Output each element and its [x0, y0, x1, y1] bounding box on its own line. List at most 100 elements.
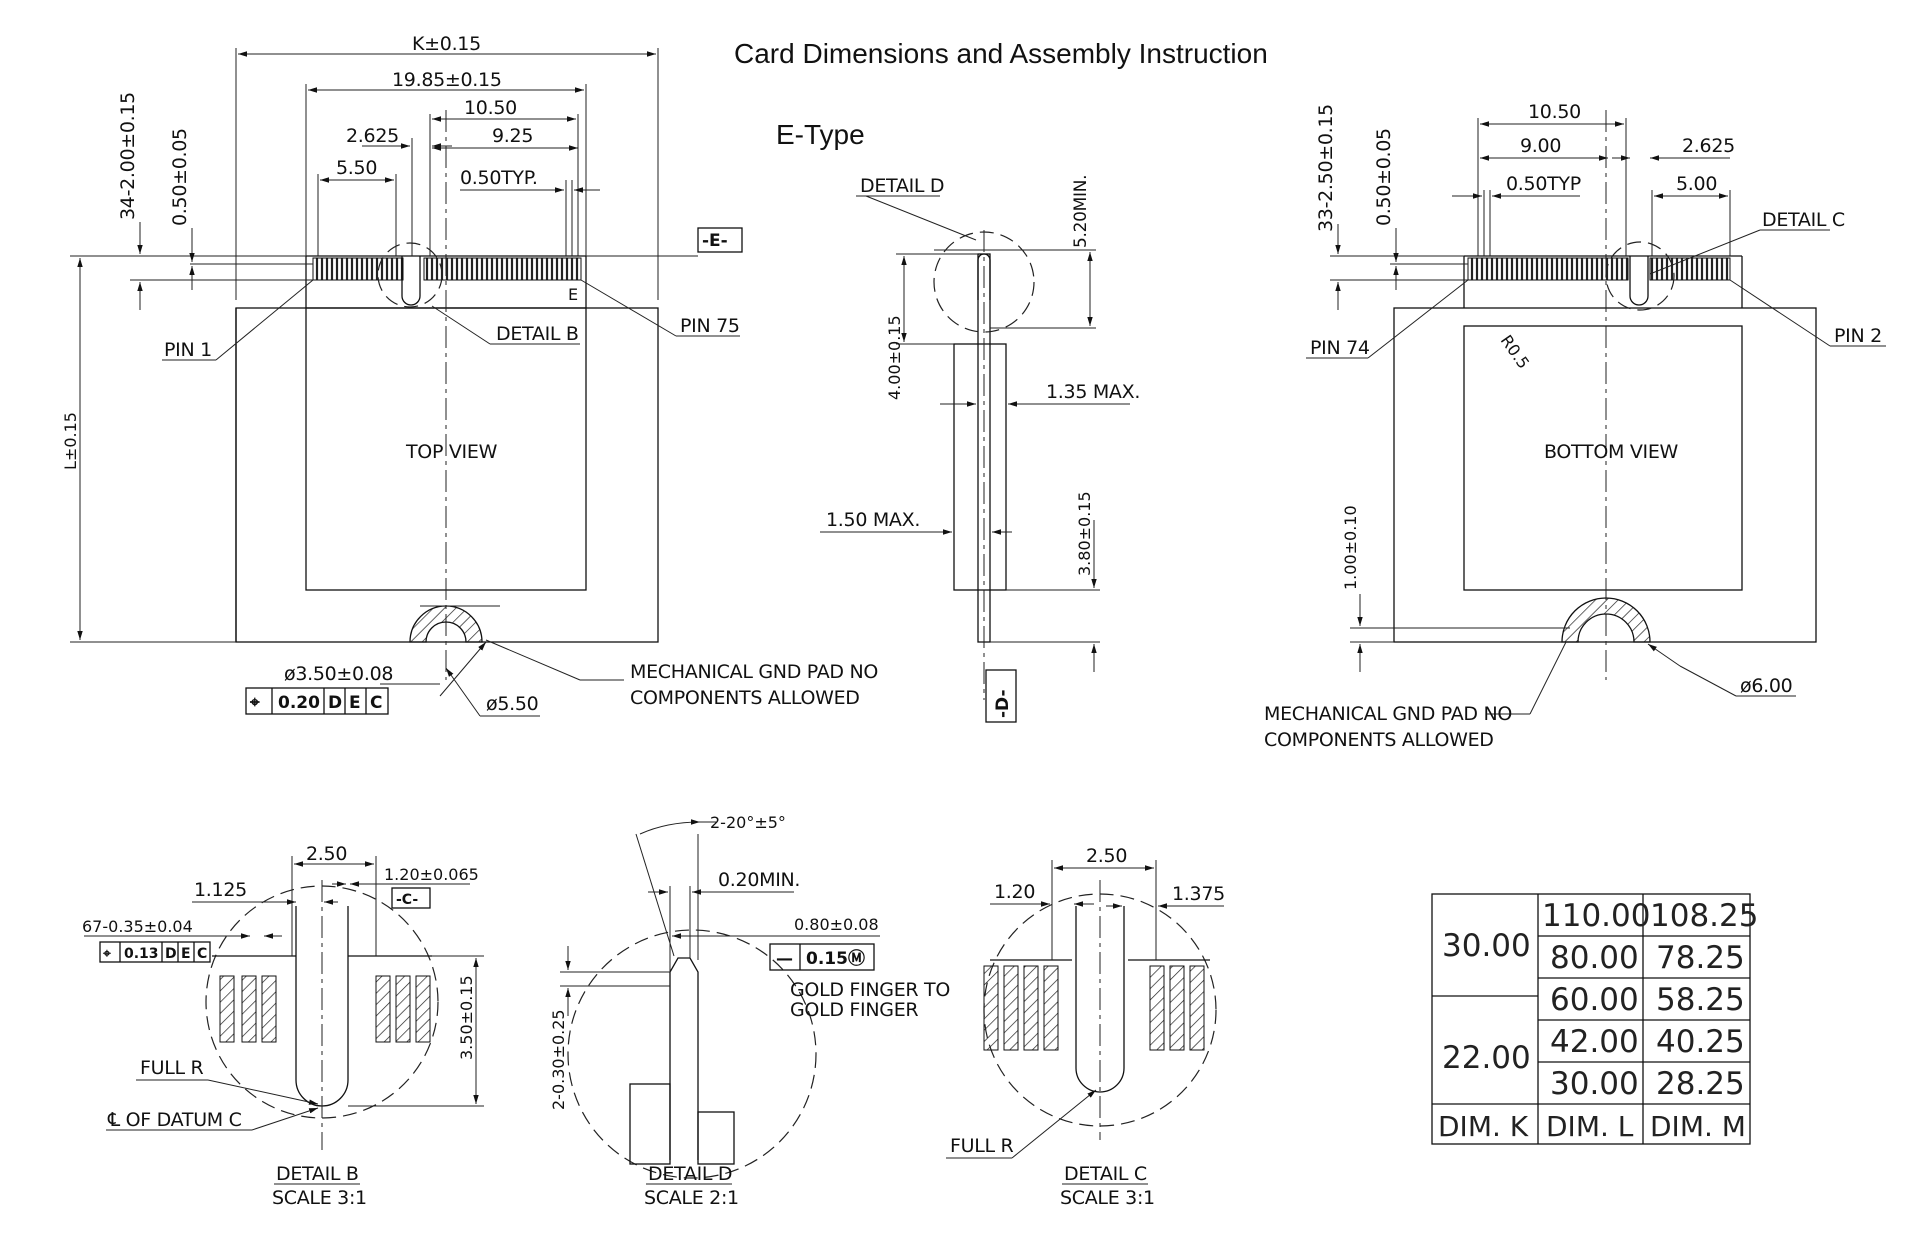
dim-5-50: 5.50 — [336, 157, 377, 179]
bottom-board-outline — [1393, 307, 1817, 643]
det-c-dim-1-375: 1.375 — [1172, 883, 1225, 905]
det-d-gold-1: GOLD FINGER TO — [790, 979, 950, 1001]
table-l-row5: 30.00 — [1550, 1066, 1639, 1102]
top-fingers-left — [312, 257, 404, 281]
datum-e: -E- — [702, 231, 728, 251]
det-b-fcf-d2: E — [181, 946, 191, 962]
dim-1-35-max: 1.35 MAX. — [1046, 381, 1140, 403]
detail-b-callout: DETAIL B — [496, 323, 579, 345]
dim-0-50-bottom-v: 0.50±0.05 — [1373, 128, 1395, 226]
top-view: TOP VIEW K±0.15 19.85±0.15 10.50 2.625 9… — [61, 33, 878, 717]
det-c-dim-2-50: 2.50 — [1086, 845, 1127, 867]
dim-5-00: 5.00 — [1676, 173, 1717, 195]
det-b-datum-c: -C- — [396, 892, 418, 908]
table-l-row3: 60.00 — [1550, 982, 1639, 1018]
det-b-fcf-tol: 0.13 — [124, 946, 159, 962]
top-key-slot — [401, 256, 421, 306]
detail-c-callout: DETAIL C — [1762, 209, 1845, 231]
detail-b: 2.50 1.125 1.20±0.065 -C- 67-0.35±0.04 ⌖… — [82, 843, 484, 1209]
top-board-outline — [235, 307, 659, 643]
table-header-l: DIM. L — [1546, 1110, 1634, 1143]
dim-2-625-top: 2.625 — [346, 125, 399, 147]
det-d-name: DETAIL D — [648, 1163, 732, 1185]
drawing-subtitle: E-Type — [776, 119, 865, 150]
dim-l: L±0.15 — [61, 412, 80, 470]
fcf-datum-2: E — [349, 693, 361, 713]
det-d-dim-0-30: 2-0.30±0.25 — [549, 1009, 568, 1110]
table-m-row1: 108.25 — [1650, 898, 1758, 934]
det-d-fcf: — 0.15Ⓜ — [769, 943, 875, 971]
dim-34-2-00: 34-2.00±0.15 — [117, 92, 139, 220]
det-b-datum-c-note: ℄ OF DATUM C — [107, 1109, 242, 1131]
bottom-gnd-pad — [1561, 597, 1651, 643]
dim-0-50-top-v: 0.50±0.05 — [169, 128, 191, 226]
dim-3-80: 3.80±0.15 — [1075, 491, 1094, 576]
table-m-row2: 78.25 — [1656, 940, 1745, 976]
dim-5-20-min: 5.20MIN. — [1071, 175, 1091, 248]
detail-c-key — [1075, 906, 1125, 1093]
table-header-m: DIM. M — [1650, 1110, 1746, 1143]
det-b-fcf-symbol: ⌖ — [102, 946, 111, 962]
det-b-scale: SCALE 3:1 — [272, 1187, 367, 1209]
table-m-row4: 40.25 — [1656, 1024, 1745, 1060]
dim-0-50-typ-bottom: 0.50TYP — [1506, 173, 1581, 195]
det-b-name: DETAIL B — [276, 1163, 359, 1185]
dim-4-00: 4.00±0.15 — [885, 315, 904, 400]
dim-r0-5: R0.5 — [1497, 331, 1534, 372]
det-c-scale: SCALE 3:1 — [1060, 1187, 1155, 1209]
pin-1-label: PIN 1 — [164, 339, 212, 361]
bottom-component-area — [1463, 325, 1743, 591]
dim-k: K±0.15 — [412, 33, 481, 55]
top-view-label: TOP VIEW — [405, 441, 498, 463]
det-b-dim-3-50: 3.50±0.15 — [457, 975, 476, 1060]
det-b-fcf: ⌖ 0.13 D E C — [99, 941, 211, 963]
det-c-full-r: FULL R — [950, 1135, 1014, 1157]
det-d-min-0-20: 0.20MIN. — [718, 869, 800, 891]
det-b-datum-c-box — [391, 887, 431, 909]
top-fingers-right — [423, 257, 582, 281]
dim-19-85: 19.85±0.15 — [392, 69, 502, 91]
det-b-dim-1-20: 1.20±0.065 — [384, 865, 479, 884]
datum-e-box — [697, 227, 743, 253]
datum-d: -D- — [993, 689, 1013, 718]
det-d-angle: 2-20°±5° — [710, 813, 786, 832]
det-b-dim-1-125: 1.125 — [194, 879, 247, 901]
pin-74-label: PIN 74 — [1310, 337, 1370, 359]
top-fcf: ⌖ 0.20 D E C — [245, 687, 389, 715]
det-d-fcf-symbol: — — [776, 949, 793, 969]
gnd-note-top-2: COMPONENTS ALLOWED — [630, 687, 860, 709]
fcf-position-symbol: ⌖ — [249, 693, 260, 713]
bottom-key-slot — [1629, 256, 1649, 306]
bottom-fingers-left — [1467, 257, 1629, 281]
detail-d: 2-20°±5° 0.20MIN. 0.80±0.08 — 0.15Ⓜ GOLD… — [549, 813, 950, 1209]
dim-33-2-50: 33-2.50±0.15 — [1315, 104, 1337, 232]
table-l-row1: 110.00 — [1542, 898, 1650, 934]
det-b-fcf-d1: D — [165, 946, 177, 962]
drawing-title: Card Dimensions and Assembly Instruction — [734, 38, 1268, 69]
det-b-dim-67: 67-0.35±0.04 — [82, 917, 193, 936]
gnd-note-bottom-1: MECHANICAL GND PAD NO — [1264, 703, 1512, 725]
det-b-fcf-d3: C — [197, 946, 207, 962]
dim-9-25: 9.25 — [492, 125, 533, 147]
det-c-name: DETAIL C — [1064, 1163, 1147, 1185]
dimension-table: 30.00 22.00 110.00 108.25 80.00 78.25 60… — [1431, 893, 1758, 1145]
bottom-view-label: BOTTOM VIEW — [1544, 441, 1679, 463]
det-d-scale: SCALE 2:1 — [644, 1187, 739, 1209]
dim-0-50-typ-top: 0.50TYP. — [460, 167, 538, 189]
dim-2-625-bottom: 2.625 — [1682, 135, 1735, 157]
table-l-row4: 42.00 — [1550, 1024, 1639, 1060]
table-k-30: 30.00 — [1442, 928, 1531, 964]
table-k-22: 22.00 — [1442, 1040, 1531, 1076]
table-l-row2: 80.00 — [1550, 940, 1639, 976]
top-gnd-pad — [409, 605, 483, 643]
pad-diameter-top: ø5.50 — [486, 693, 538, 715]
detail-d-callout: DETAIL D — [860, 175, 944, 197]
detail-c: 2.50 1.20 1.375 FULL R DETAIL C SCALE 3:… — [946, 845, 1225, 1209]
gnd-note-bottom-2: COMPONENTS ALLOWED — [1264, 729, 1494, 751]
dim-1-00: 1.00±0.10 — [1341, 505, 1360, 590]
top-detail-b-circle — [377, 242, 443, 308]
dim-10-50-bottom: 10.50 — [1528, 101, 1581, 123]
det-d-fcf-tol: 0.15Ⓜ — [806, 948, 865, 969]
det-d-dim-0-80: 0.80±0.08 — [794, 915, 879, 934]
